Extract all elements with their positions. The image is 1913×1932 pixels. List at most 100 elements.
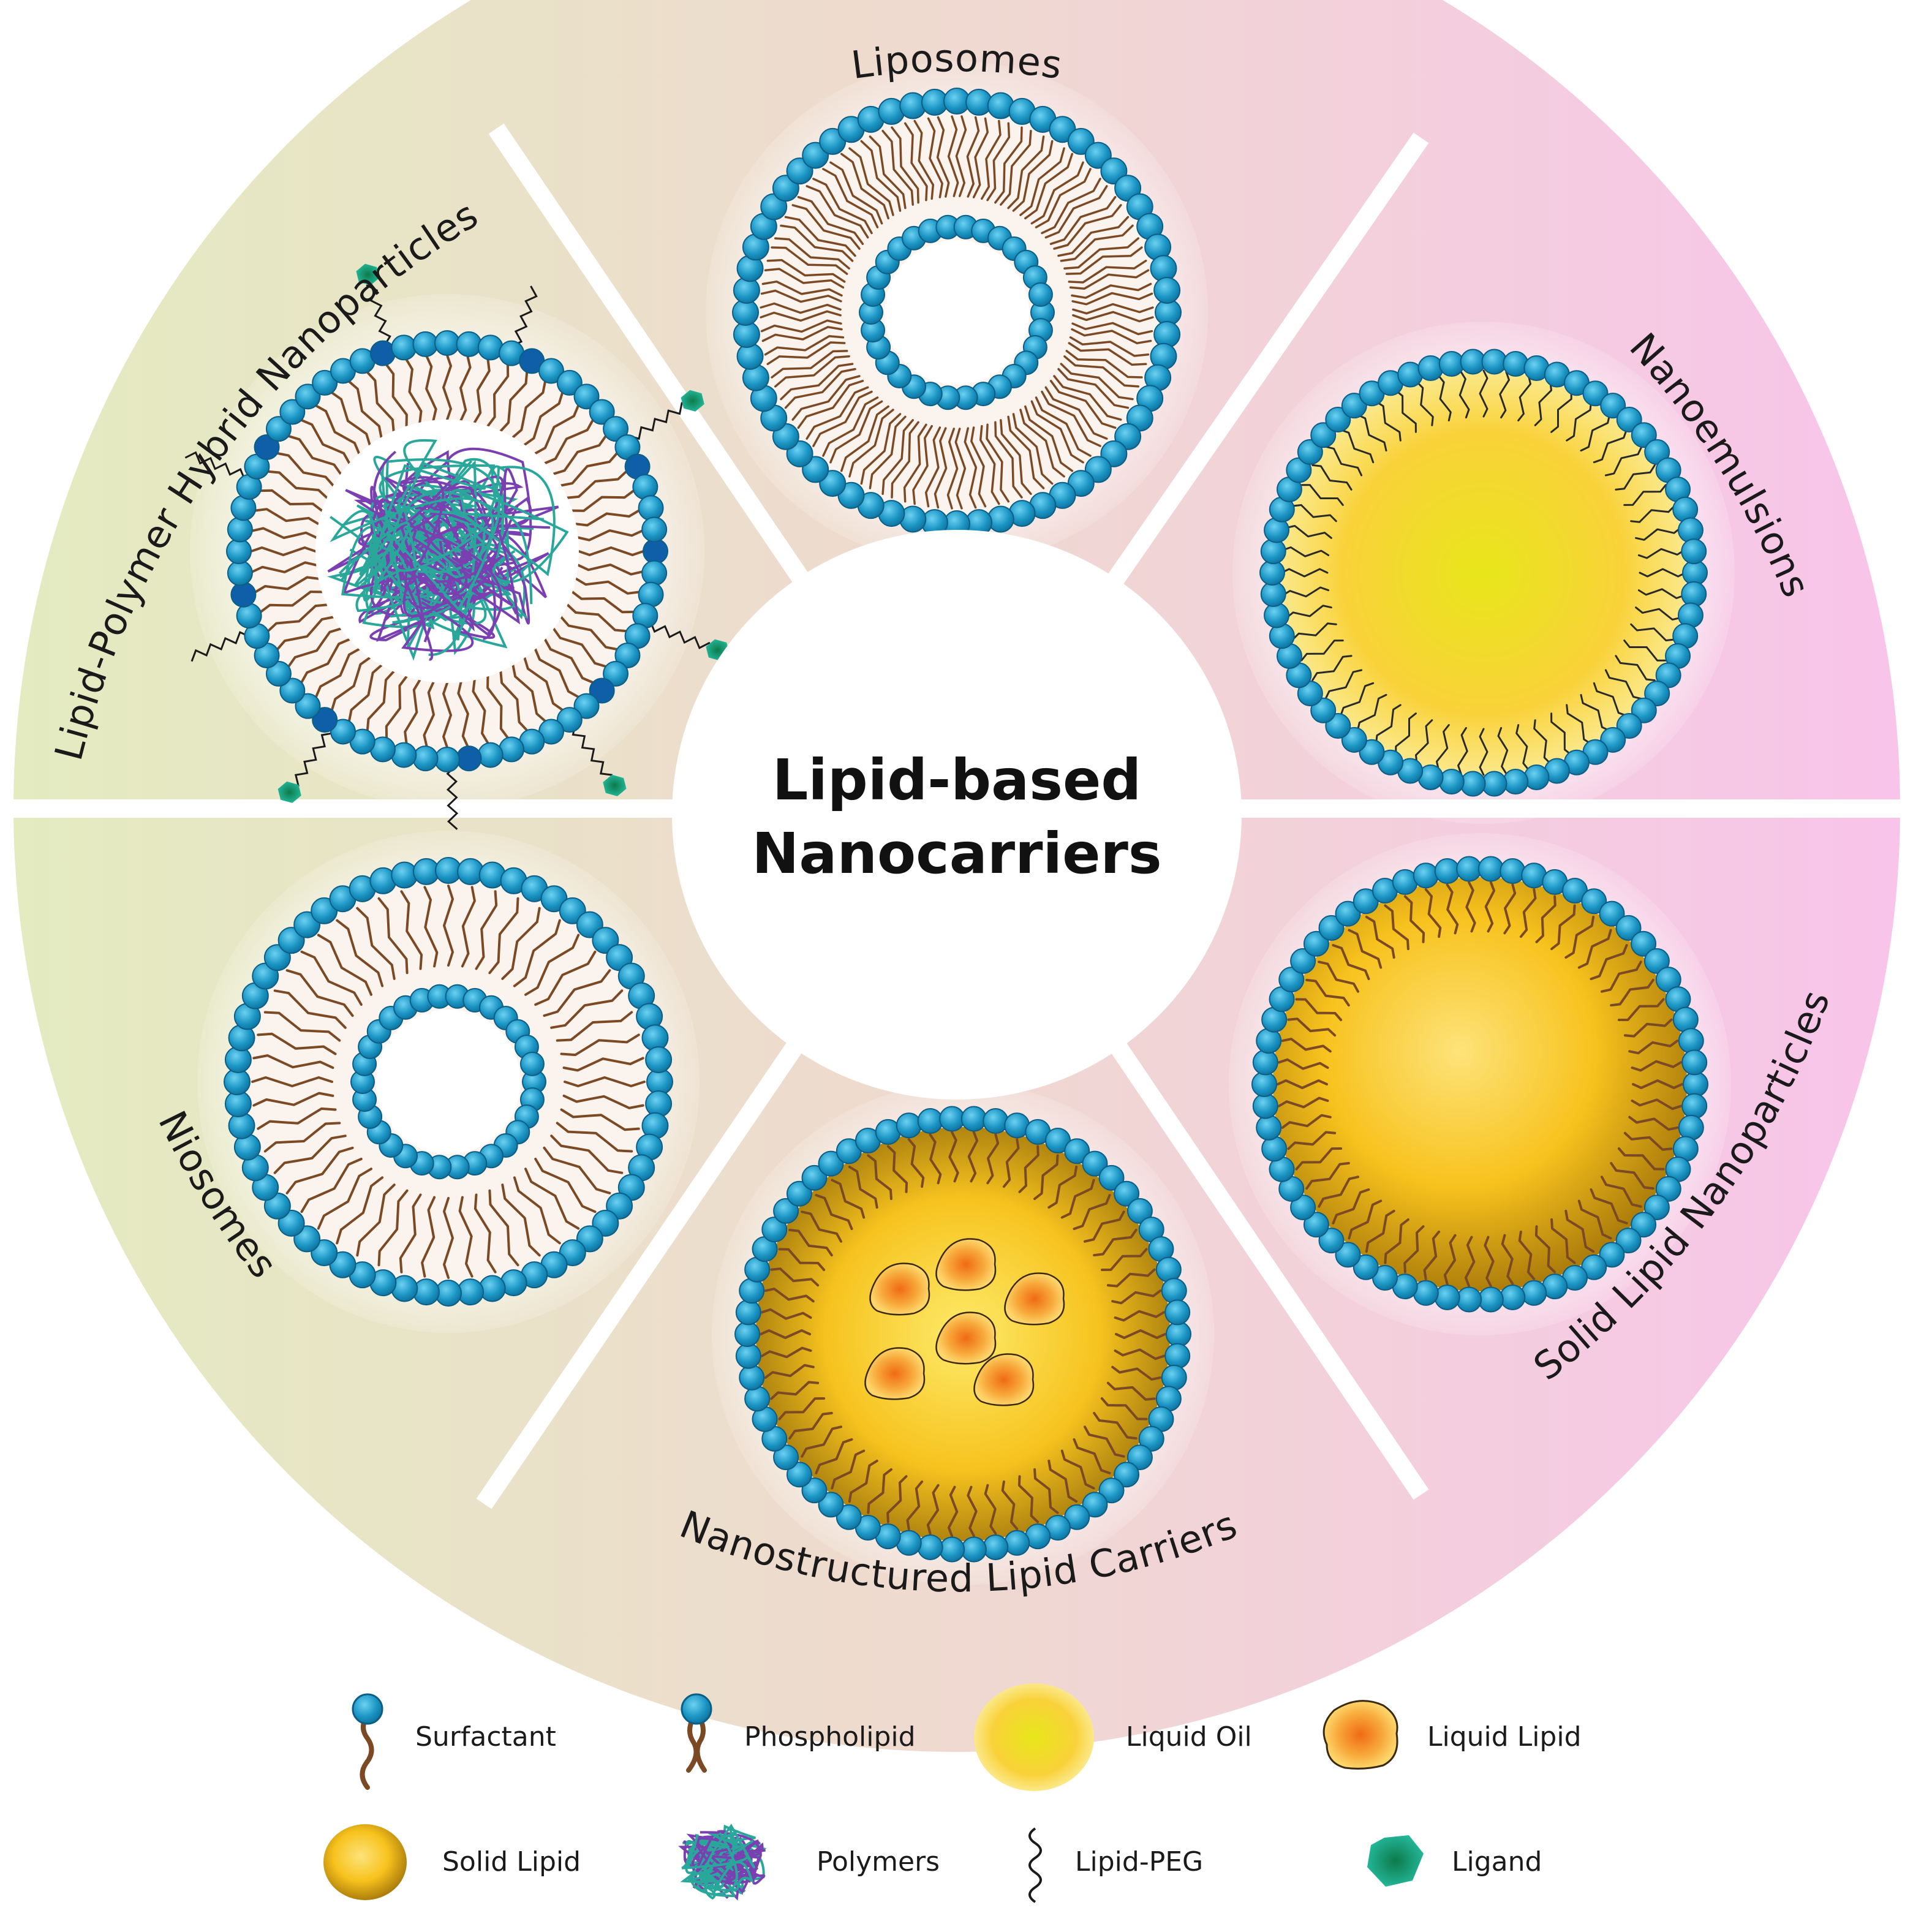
lipid-tail bbox=[761, 326, 843, 342]
lipid-head bbox=[1064, 1138, 1090, 1164]
lipid-tail bbox=[560, 616, 619, 651]
lipid-tail bbox=[1457, 726, 1468, 775]
lipid-tail bbox=[300, 638, 351, 684]
lipid-tail bbox=[543, 418, 594, 465]
ligand-icon bbox=[1367, 1835, 1424, 1887]
legend-label-ligand: Ligand bbox=[1452, 1846, 1542, 1877]
lipid-tail bbox=[1000, 129, 1032, 206]
lipid-tail bbox=[1007, 135, 1045, 209]
lipid-tail bbox=[300, 950, 363, 1006]
legend-item-liquid-lipid: Liquid Lipid bbox=[1322, 1700, 1582, 1770]
peg-chain bbox=[572, 723, 613, 776]
lipid-tail bbox=[534, 950, 597, 1006]
lipid-tail bbox=[1348, 1199, 1383, 1240]
lipid-head bbox=[1599, 900, 1625, 927]
lipid-tail bbox=[760, 289, 842, 303]
solid-lipid-nanoparticle bbox=[1229, 833, 1731, 1335]
lipid-tail bbox=[1300, 484, 1344, 506]
lipid-tail bbox=[1063, 355, 1140, 388]
lipid-head bbox=[1456, 856, 1482, 882]
lipid-tail bbox=[543, 638, 594, 684]
legend-label-polymers: Polymers bbox=[817, 1846, 940, 1877]
lipid-tail bbox=[1503, 883, 1517, 935]
lipid-head bbox=[295, 383, 321, 410]
lipid-tail bbox=[385, 363, 408, 428]
lipid-tail bbox=[501, 1183, 541, 1257]
lipid-tail bbox=[1285, 525, 1332, 539]
lipid-head bbox=[412, 745, 439, 772]
lipid-tail bbox=[822, 396, 879, 457]
lipid-tail bbox=[1403, 895, 1425, 943]
lipid-tail bbox=[886, 1145, 908, 1193]
lipid-tail bbox=[972, 117, 989, 198]
lipid-head bbox=[641, 560, 668, 586]
lipid-tail bbox=[513, 919, 561, 987]
lipid-tail bbox=[766, 341, 846, 366]
lipid-tail bbox=[1114, 1348, 1166, 1360]
lipid-tail bbox=[1000, 419, 1032, 496]
lipid-tail bbox=[442, 354, 452, 421]
lipid-tail bbox=[886, 1475, 908, 1523]
lipid-tail bbox=[1002, 1138, 1020, 1188]
lipid-head bbox=[1481, 349, 1507, 375]
lipid-tail bbox=[1630, 505, 1675, 523]
lipid-tail bbox=[1285, 605, 1332, 619]
legend-label-lipid-peg: Lipid-PEG bbox=[1075, 1846, 1203, 1877]
lipid-head bbox=[1599, 1242, 1625, 1268]
lipid-tail bbox=[778, 1248, 826, 1271]
lipid-tail bbox=[1035, 396, 1092, 457]
lipid-head bbox=[1166, 1321, 1191, 1347]
lipid-tail bbox=[770, 1267, 820, 1287]
lipid-head bbox=[739, 1278, 765, 1304]
liquid-lipid-icon bbox=[1322, 1700, 1398, 1770]
lipid-tail bbox=[336, 919, 384, 987]
lipid-head bbox=[434, 330, 460, 356]
lipid-tail bbox=[459, 355, 472, 422]
lipid-tail bbox=[1281, 1038, 1332, 1053]
lipid-tail bbox=[1311, 655, 1353, 682]
lipid-head bbox=[1643, 948, 1670, 974]
lipid-tail bbox=[1030, 400, 1084, 464]
lipid-tail bbox=[848, 1459, 878, 1503]
aqueous-core bbox=[376, 1009, 521, 1154]
lipid-tail bbox=[1093, 1228, 1138, 1257]
lipid-tail bbox=[966, 116, 980, 198]
lipid-tail bbox=[760, 310, 842, 322]
lipid-tail bbox=[1637, 588, 1686, 599]
lipid-tail bbox=[1533, 719, 1552, 764]
lipid-tail bbox=[1287, 1131, 1337, 1150]
lipid-tail bbox=[822, 168, 879, 228]
lipid-tail bbox=[1458, 371, 1470, 419]
lipid-tail bbox=[385, 675, 408, 739]
lipid-tail bbox=[906, 1480, 924, 1530]
lipid-tail bbox=[1281, 1114, 1332, 1129]
lipid-tail bbox=[947, 1485, 959, 1538]
lipid-head bbox=[735, 1343, 761, 1369]
aqueous-core bbox=[885, 240, 1029, 385]
lipid-tail bbox=[1057, 216, 1130, 257]
lipid-tail bbox=[513, 1176, 561, 1245]
liposome-particle bbox=[706, 61, 1208, 564]
lipid-tail bbox=[867, 1154, 892, 1201]
lipid-tail bbox=[1072, 311, 1154, 323]
lipid-tail bbox=[571, 489, 635, 512]
lipid-tail bbox=[399, 1193, 422, 1274]
lipid-tail bbox=[760, 319, 842, 333]
lipid-tail bbox=[1060, 224, 1134, 262]
lipid-tail bbox=[276, 452, 334, 487]
lipid-tail bbox=[543, 1146, 611, 1194]
lipid-head bbox=[1500, 858, 1526, 885]
lipid-tail bbox=[913, 119, 935, 200]
lipid-tail bbox=[907, 1138, 925, 1188]
lipid-tail bbox=[578, 546, 644, 556]
lipid-tail bbox=[1580, 413, 1611, 452]
lipid-tail bbox=[252, 1054, 334, 1070]
lipid-head bbox=[1341, 393, 1367, 419]
lipid-tail bbox=[405, 358, 423, 424]
lipid-head bbox=[1581, 888, 1607, 915]
lipid-tail bbox=[287, 434, 342, 475]
legend-label-solid-lipid: Solid Lipid bbox=[442, 1846, 581, 1877]
lipid-tail bbox=[1550, 904, 1576, 951]
lipid-head bbox=[1290, 948, 1316, 974]
